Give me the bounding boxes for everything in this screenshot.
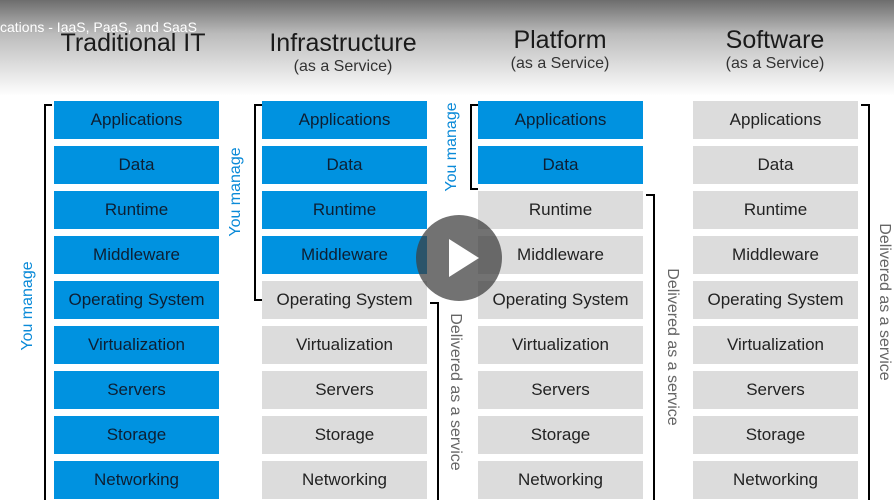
layer-box-data: Data xyxy=(262,146,427,184)
bracket-delivered-saas xyxy=(861,104,870,500)
layer-box-servers: Servers xyxy=(693,371,858,409)
layer-box-virtualization: Virtualization xyxy=(262,326,427,364)
layer-box-runtime: Runtime xyxy=(693,191,858,229)
play-button[interactable] xyxy=(416,215,502,301)
layer-box-middleware: Middleware xyxy=(54,236,219,274)
column-title-iaas: Infrastructure xyxy=(269,29,417,57)
column-subtitle-saas: (as a Service) xyxy=(725,55,825,72)
column-title-traditional: Traditional IT xyxy=(60,29,206,57)
layer-box-networking: Networking xyxy=(478,461,643,499)
layer-box-middleware: Middleware xyxy=(478,236,643,274)
layer-box-runtime: Runtime xyxy=(54,191,219,229)
layer-box-virtualization: Virtualization xyxy=(693,326,858,364)
layer-box-applications: Applications xyxy=(478,101,643,139)
column-subtitle-iaas: (as a Service) xyxy=(293,58,393,75)
layer-box-data: Data xyxy=(478,146,643,184)
column-title-saas: Software xyxy=(725,26,825,54)
label-delivered-saas: Delivered as a service xyxy=(876,223,893,381)
layer-box-storage: Storage xyxy=(262,416,427,454)
bracket-you-manage-traditional xyxy=(44,104,52,500)
bracket-delivered-iaas xyxy=(430,302,439,500)
layer-box-operating-system: Operating System xyxy=(478,281,643,319)
layer-box-servers: Servers xyxy=(54,371,219,409)
layer-box-operating-system: Operating System xyxy=(54,281,219,319)
layer-box-storage: Storage xyxy=(478,416,643,454)
layer-box-virtualization: Virtualization xyxy=(478,326,643,364)
layer-box-operating-system: Operating System xyxy=(262,281,427,319)
layer-box-data: Data xyxy=(693,146,858,184)
layer-box-networking: Networking xyxy=(262,461,427,499)
video-title[interactable]: cations - IaaS, PaaS, and SaaS xyxy=(0,19,197,35)
layer-box-runtime: Runtime xyxy=(478,191,643,229)
video-overlay-bar xyxy=(0,0,894,96)
layer-box-operating-system: Operating System xyxy=(693,281,858,319)
layer-box-storage: Storage xyxy=(693,416,858,454)
layer-box-networking: Networking xyxy=(693,461,858,499)
layer-box-servers: Servers xyxy=(262,371,427,409)
layer-box-applications: Applications xyxy=(693,101,858,139)
label-you-manage-iaas: You manage xyxy=(227,147,244,237)
layer-box-applications: Applications xyxy=(262,101,427,139)
label-you-manage-traditional: You manage xyxy=(19,261,36,351)
layer-box-storage: Storage xyxy=(54,416,219,454)
layer-box-runtime: Runtime xyxy=(262,191,427,229)
layer-box-middleware: Middleware xyxy=(693,236,858,274)
play-icon xyxy=(449,239,479,277)
label-delivered-paas: Delivered as a service xyxy=(664,268,681,426)
layer-box-virtualization: Virtualization xyxy=(54,326,219,364)
column-title-paas: Platform xyxy=(513,26,607,54)
layer-box-middleware: Middleware xyxy=(262,236,427,274)
bracket-you-manage-paas xyxy=(470,104,478,190)
layer-box-data: Data xyxy=(54,146,219,184)
bracket-you-manage-iaas xyxy=(254,104,262,301)
layer-box-servers: Servers xyxy=(478,371,643,409)
label-you-manage-paas: You manage xyxy=(443,102,460,192)
layer-box-networking: Networking xyxy=(54,461,219,499)
layer-box-applications: Applications xyxy=(54,101,219,139)
label-delivered-iaas: Delivered as a service xyxy=(447,313,464,471)
column-subtitle-paas: (as a Service) xyxy=(510,55,610,72)
bracket-delivered-paas xyxy=(646,194,655,500)
